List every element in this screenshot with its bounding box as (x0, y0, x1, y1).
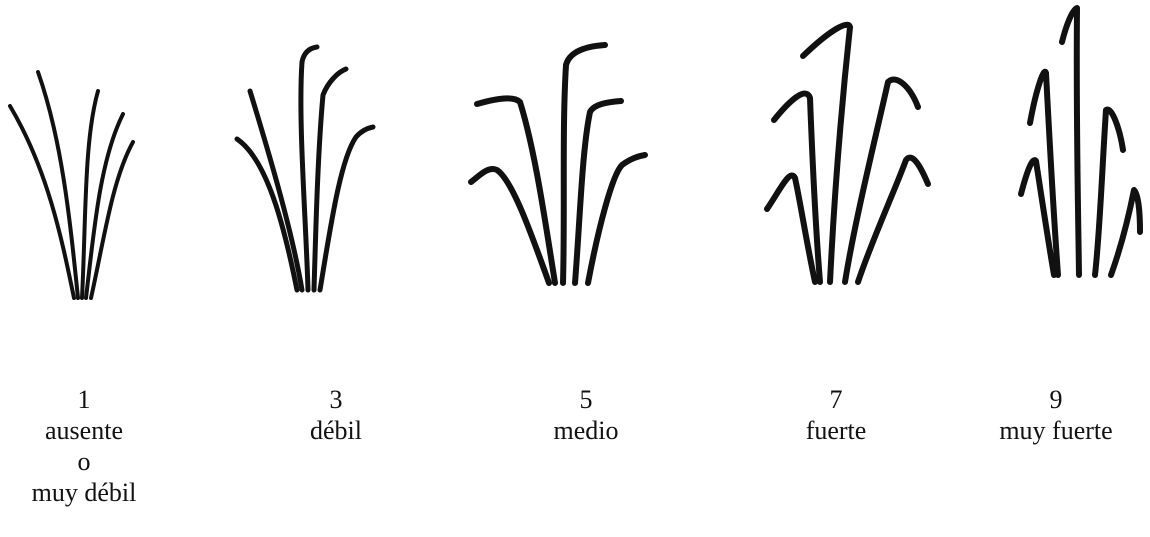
scale-level-9: 9 muy fuerte (966, 384, 1146, 446)
plant-illustration-3 (237, 47, 373, 290)
plant-illustration-1 (10, 72, 133, 298)
scale-code-7: 7 (746, 384, 926, 415)
scale-code-1: 1 (0, 384, 174, 415)
scale-label-9: muy fuerte (966, 415, 1146, 446)
scale-level-5: 5 medio (496, 384, 676, 446)
scale-label-7: fuerte (746, 415, 926, 446)
scale-level-3: 3 débil (246, 384, 426, 446)
plant-illustration-5 (471, 45, 645, 283)
scale-label-5: medio (496, 415, 676, 446)
scale-level-7: 7 fuerte (746, 384, 926, 446)
plant-illustration-9 (1021, 8, 1140, 275)
scale-label-1-line-2: o (0, 446, 174, 477)
scale-label-3: débil (246, 415, 426, 446)
scale-code-5: 5 (496, 384, 676, 415)
scale-label-1-line-1: ausente (0, 415, 174, 446)
scale-level-1: 1 ausente o muy débil (0, 384, 174, 508)
scale-code-9: 9 (966, 384, 1146, 415)
plant-illustration-7 (767, 25, 928, 282)
scale-label-1-line-3: muy débil (0, 477, 174, 508)
scale-code-3: 3 (246, 384, 426, 415)
